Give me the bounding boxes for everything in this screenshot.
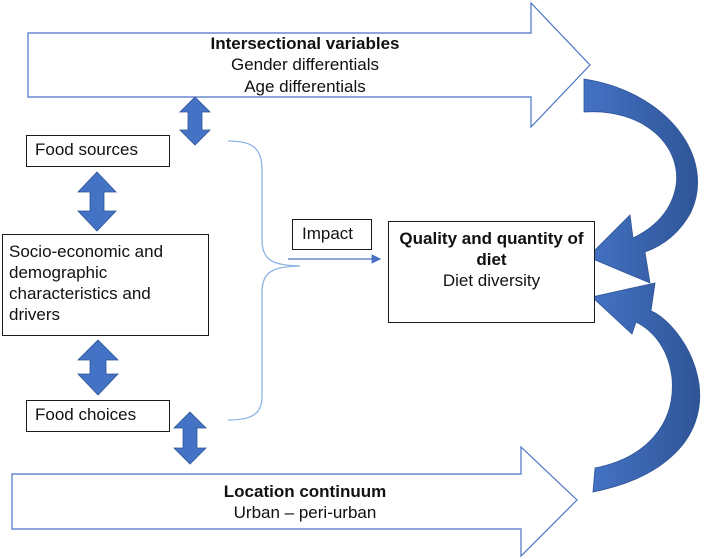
food-sources-box: Food sources [26, 135, 170, 167]
impact-label: Impact [302, 224, 354, 243]
food-choices-label: Food choices [35, 405, 137, 424]
gender-differentials-label: Gender differentials [230, 55, 380, 74]
socio-economic-line1: Socio-economic and [9, 242, 164, 261]
socio-economic-box: Socio-economic and demographic character… [2, 234, 209, 336]
curved-arrow-top [583, 78, 699, 284]
double-arrow-top [179, 96, 211, 146]
intersectional-variables-arrow [27, 1, 591, 129]
age-differentials-label: Age differentials [244, 77, 366, 96]
double-arrow-sources-socio [77, 171, 117, 232]
location-continuum-title: Location continuum [223, 482, 387, 501]
diet-diversity-label: Diet diversity [442, 271, 541, 290]
curved-arrow-bottom [591, 282, 701, 493]
socio-economic-line2: demographic [9, 263, 108, 282]
intersectional-variables-title: Intersectional variables [210, 34, 400, 53]
diet-quality-box: Quality and quantity of diet Diet divers… [388, 221, 595, 323]
food-sources-label: Food sources [35, 140, 138, 159]
grouping-bracket [227, 140, 301, 421]
food-choices-box: Food choices [26, 400, 170, 432]
diet-title-line2: diet [476, 250, 507, 269]
location-continuum-arrow [11, 445, 578, 558]
socio-economic-line4: drivers [9, 305, 61, 324]
double-arrow-socio-choices [77, 339, 119, 396]
impact-box: Impact [292, 219, 372, 250]
double-arrow-bottom [173, 411, 207, 465]
diet-title-line1: Quality and quantity of [399, 229, 584, 248]
urban-peri-urban-label: Urban – peri-urban [233, 503, 377, 522]
socio-economic-line3: characteristics and [9, 284, 151, 303]
